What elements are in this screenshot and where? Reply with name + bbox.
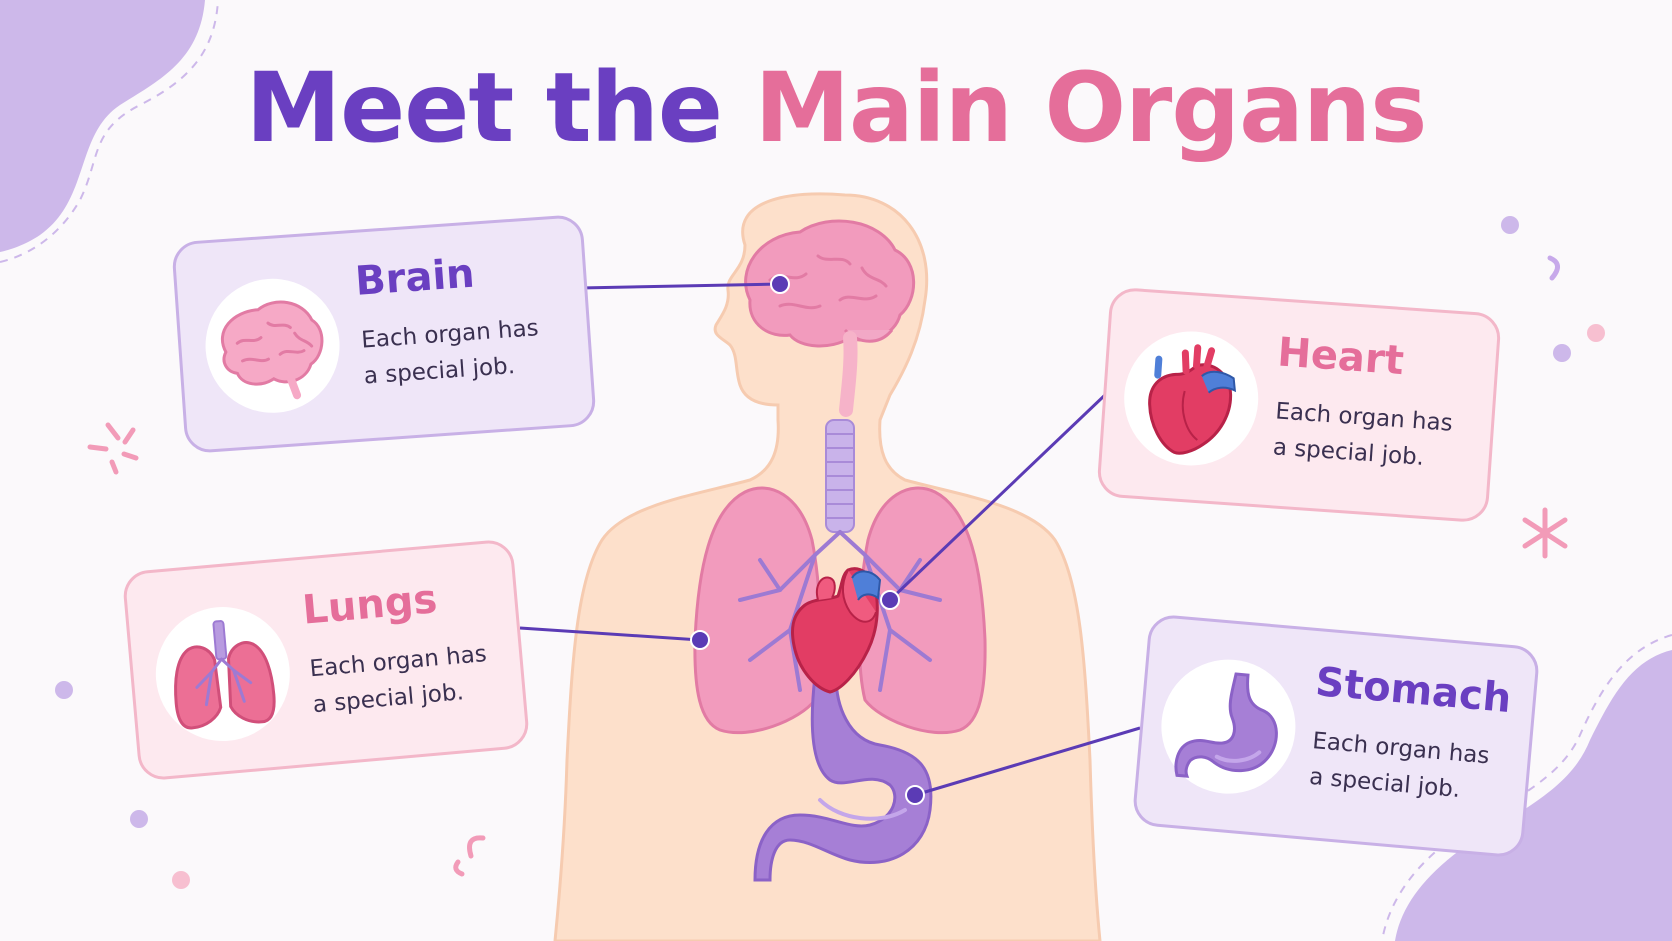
organ-card-stomach: Stomach Each organ has a special job. xyxy=(1131,613,1541,859)
corner-blob-bottom-right xyxy=(1395,650,1672,941)
stomach-icon xyxy=(1155,654,1301,800)
organ-name-heart: Heart xyxy=(1276,329,1406,385)
organ-card-lungs: Lungs Each organ has a special job. xyxy=(121,538,531,782)
heart-organ xyxy=(791,567,882,694)
heart-icon xyxy=(1119,326,1263,470)
connector-stomach xyxy=(914,726,1141,797)
connector-brain xyxy=(579,282,781,290)
corner-blob-top-left xyxy=(0,0,205,252)
connector-lines xyxy=(519,282,1141,797)
brain-organ xyxy=(744,219,916,348)
title-part-1: Meet the xyxy=(245,52,723,164)
connector-dots xyxy=(690,274,925,805)
organ-name-stomach: Stomach xyxy=(1313,659,1514,723)
lungs-icon xyxy=(150,601,296,747)
confetti-decorations xyxy=(55,216,1605,889)
organ-card-brain: Brain Each organ has a special job. xyxy=(171,213,597,455)
connector-lungs xyxy=(519,626,701,642)
connector-heart xyxy=(888,393,1107,602)
organ-desc-stomach: Each organ has a special job. xyxy=(1308,728,1491,803)
organ-name-lungs: Lungs xyxy=(300,576,440,634)
organ-card-heart: Heart Each organ has a special job. xyxy=(1096,286,1502,524)
organ-desc-brain: Each organ has a special job. xyxy=(360,315,540,390)
brain-icon xyxy=(201,274,345,418)
page-title: Meet the Main Organs xyxy=(0,52,1672,164)
organ-name-brain: Brain xyxy=(353,250,477,305)
human-body-silhouette xyxy=(553,192,1102,941)
organ-desc-lungs: Each organ has a special job. xyxy=(308,641,488,719)
organ-desc-heart: Each organ has a special job. xyxy=(1272,398,1454,471)
title-part-2: Main Organs xyxy=(754,52,1427,164)
stomach-organ xyxy=(753,674,933,882)
lungs-organ xyxy=(693,486,987,735)
